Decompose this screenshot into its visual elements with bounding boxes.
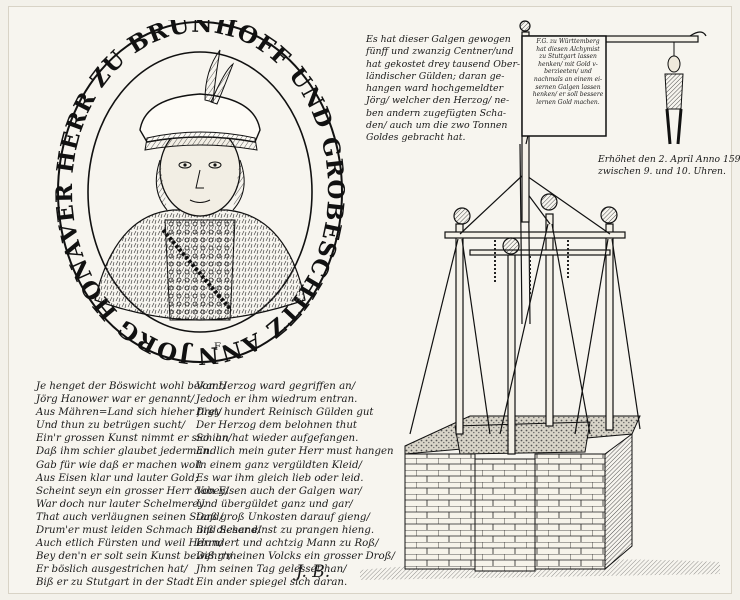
gallows-illustration	[350, 14, 730, 584]
note-line: Jörg/ welcher den Herzog/ ne-	[366, 95, 510, 107]
verse-line: Scheint seyn ein grosser Herr dabey/	[36, 485, 229, 497]
plaque-line: lernen Gold machen.	[536, 98, 600, 106]
verse-line: Es war ihm gleich lieb oder leid.	[196, 472, 364, 484]
note-line: hat gekostet drey tausend Ober-	[366, 58, 521, 70]
plaque-line: sernen Galgen lassen	[535, 83, 601, 91]
verse-line: Von Herzog ward gegriffen an/	[196, 381, 356, 392]
verse-line: Und thun zu betrügen sucht/	[36, 420, 186, 432]
nobleman-figure	[94, 49, 306, 321]
date-line: zwischen 9. und 10. Uhren.	[598, 166, 726, 177]
plaque-line: nachmals an einem ei-	[533, 75, 603, 83]
note-line: den/ auch um die zwo Tonnen	[366, 120, 508, 132]
verse-left-column: Je henget der Böswicht wohl bekant/ Jörg…	[36, 380, 261, 590]
verse-line: Aus Mähren=Land sich hieher fügt/	[36, 407, 222, 419]
verse-line: Biß dieser einst zu prangen hieng.	[196, 525, 375, 537]
hanged-figure	[664, 42, 684, 145]
verse-line: Jedoch er ihm wiedrum entran.	[196, 394, 358, 406]
verse-line: Drey hundert Reinisch Gülden gut	[196, 407, 374, 419]
verse-line: Auch etlich Fürsten und weil Herrn/	[36, 538, 224, 550]
gallows-note: Es hat dieser Galgen gewogen fünff und z…	[366, 34, 520, 145]
verse-line: Drum'er must leiden Schmach und Schand/	[36, 525, 262, 537]
note-line: Es hat dieser Galgen gewogen	[366, 34, 511, 45]
plaque-line: F.G. zu Württemberg	[536, 38, 600, 45]
verse-line: Der Herzog dem belohnen thut	[196, 420, 358, 432]
plaque-line: henken/ mit Gold v-	[538, 60, 598, 68]
verse-line: Ein ander spiegel sich daran.	[196, 577, 348, 589]
brick-foundation	[404, 415, 641, 572]
verse-line: Er böslich ausgestrichen hat/	[36, 564, 188, 576]
date-line: Erhöhet den 2. April Anno 1597.	[598, 154, 740, 165]
verse-right-column: Von Herzog ward gegriffen an/ Jedoch er …	[196, 380, 395, 590]
gallows-plaque-text: F.G. zu Württemberg hat diesen Alchymist…	[530, 38, 606, 106]
verse-line: Je henget der Böswicht wohl bekant/	[36, 381, 227, 392]
verse-line: Hundert und achtzig Mann zu Roß/	[196, 538, 379, 550]
engraver-mark: F	[214, 342, 221, 353]
verse-line: Daß ihm schier glaubet jederman.	[36, 446, 213, 458]
note-line: ben andern zugefügten Scha-	[366, 107, 507, 119]
verse-line: War doch nur lauter Schelmerey.	[36, 498, 207, 510]
note-line: Goldes gebracht hat.	[366, 132, 466, 144]
author-initials: J. B.	[296, 562, 331, 582]
plaque-line: berzieeten/ und	[544, 68, 592, 76]
verse-line: Von Eisen auch der Galgen war/	[196, 485, 362, 497]
note-line: fünff und zwanzig Centner/und	[366, 46, 514, 58]
verse-line: Daß groß Unkosten darauf gieng/	[196, 511, 370, 523]
verse-line: In einem ganz vergüldten Kleid/	[196, 459, 362, 471]
verse-line: That auch verläugnen seinen Stand/	[36, 511, 223, 523]
verse-line: Endlich mein guter Herr must hangen	[196, 446, 394, 458]
verse-line: Und übergüldet ganz und gar/	[196, 498, 353, 510]
execution-date: Erhöhet den 2. April Anno 1597. zwischen…	[598, 154, 740, 178]
plaque-line: hat diesen Alchymist	[536, 45, 600, 53]
plaque-line: henken/ er soll bessere	[532, 91, 604, 99]
gallows-engraving	[360, 20, 720, 580]
hanging-chains	[494, 240, 569, 294]
note-line: ländischer Gülden; daran ge-	[366, 70, 505, 82]
plaque-line: zu Stuttgart lassen	[539, 53, 597, 61]
verse-line: Biß er zu Stutgart in der Stadt	[36, 577, 195, 589]
verse-line: Bey den'n er solt sein Kunst bewehrn/	[36, 551, 233, 563]
verse-line: So ihn hat wieder aufgefangen.	[196, 433, 359, 445]
verse-line: Gab für wie daß er machen wolt	[36, 459, 203, 471]
verse-line: Jörg Hanower war er genannt/	[36, 394, 195, 406]
plaque-board	[521, 35, 607, 137]
note-line: hangen ward hochgemeldter	[366, 83, 504, 95]
verse-line: Diß g'meinen Volcks ein grosser Droß/	[196, 551, 395, 563]
verse-line: Ein'r grossen Kunst nimmt er sich an/	[36, 433, 232, 445]
verse-line: Jhm seinen Tag gelesset han/	[196, 564, 347, 576]
verse-line: Aus Eisen klar und lauter Gold;	[36, 472, 199, 484]
